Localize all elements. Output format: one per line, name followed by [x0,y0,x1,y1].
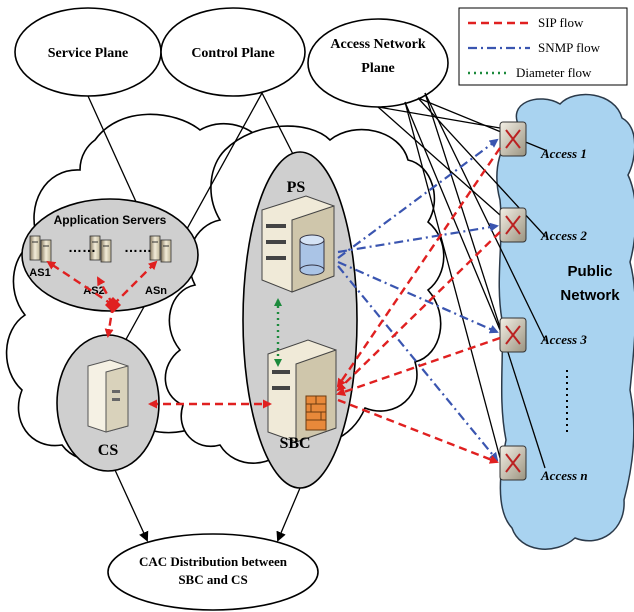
cac-label-line1: CAC Distribution between [139,554,288,569]
access-3-label: Access 3 [540,332,587,347]
cac-ellipse [107,533,319,611]
cac-arrows [114,469,301,542]
as2-server-icon [89,235,112,263]
sbc-label: SBC [279,435,310,452]
access-network-plane-label-line2: Plane [361,61,394,76]
database-icon [299,234,325,276]
cs-label: CS [98,442,119,459]
plane-connectors [87,92,546,469]
ps-label: PS [287,179,306,196]
control-plane-label: Control Plane [191,46,274,61]
access-1-router-icon [499,121,527,157]
sip-hub-diamond [105,297,121,313]
access-2-label: Access 2 [540,228,587,243]
access-n-router-icon [499,445,527,481]
public-network-label-line1: Public [567,263,612,280]
access-n-label: Access n [540,468,588,483]
public-network-label-line2: Network [560,287,620,304]
legend-snmp-label: SNMP flow [538,40,601,55]
legend: SIP flow SNMP flow Diameter flow [458,7,628,86]
snmp-flows [337,138,499,462]
access-1-label: Access 1 [540,146,587,161]
service-plane-label: Service Plane [48,46,128,61]
sip-flows [46,147,501,464]
legend-sip-label: SIP flow [538,15,584,30]
access-3-router-icon [499,317,527,353]
as-ellipsis-2: …… [124,239,152,255]
control-plane-ellipse [160,7,306,97]
asn-label: ASn [145,285,167,297]
access-2-router-icon [499,207,527,243]
firewall-icon [305,395,327,431]
as1-server-icon [29,235,52,263]
cs-server-icon [87,359,129,433]
cac-label-line2: SBC and CS [178,572,247,587]
access-network-plane-label-line1: Access Network [330,37,425,52]
application-servers-title: Application Servers [54,213,167,227]
legend-diameter-label: Diameter flow [516,65,592,80]
as-ellipsis-1: …… [68,239,96,255]
asn-server-icon [149,235,172,263]
as1-label: AS1 [29,267,50,279]
